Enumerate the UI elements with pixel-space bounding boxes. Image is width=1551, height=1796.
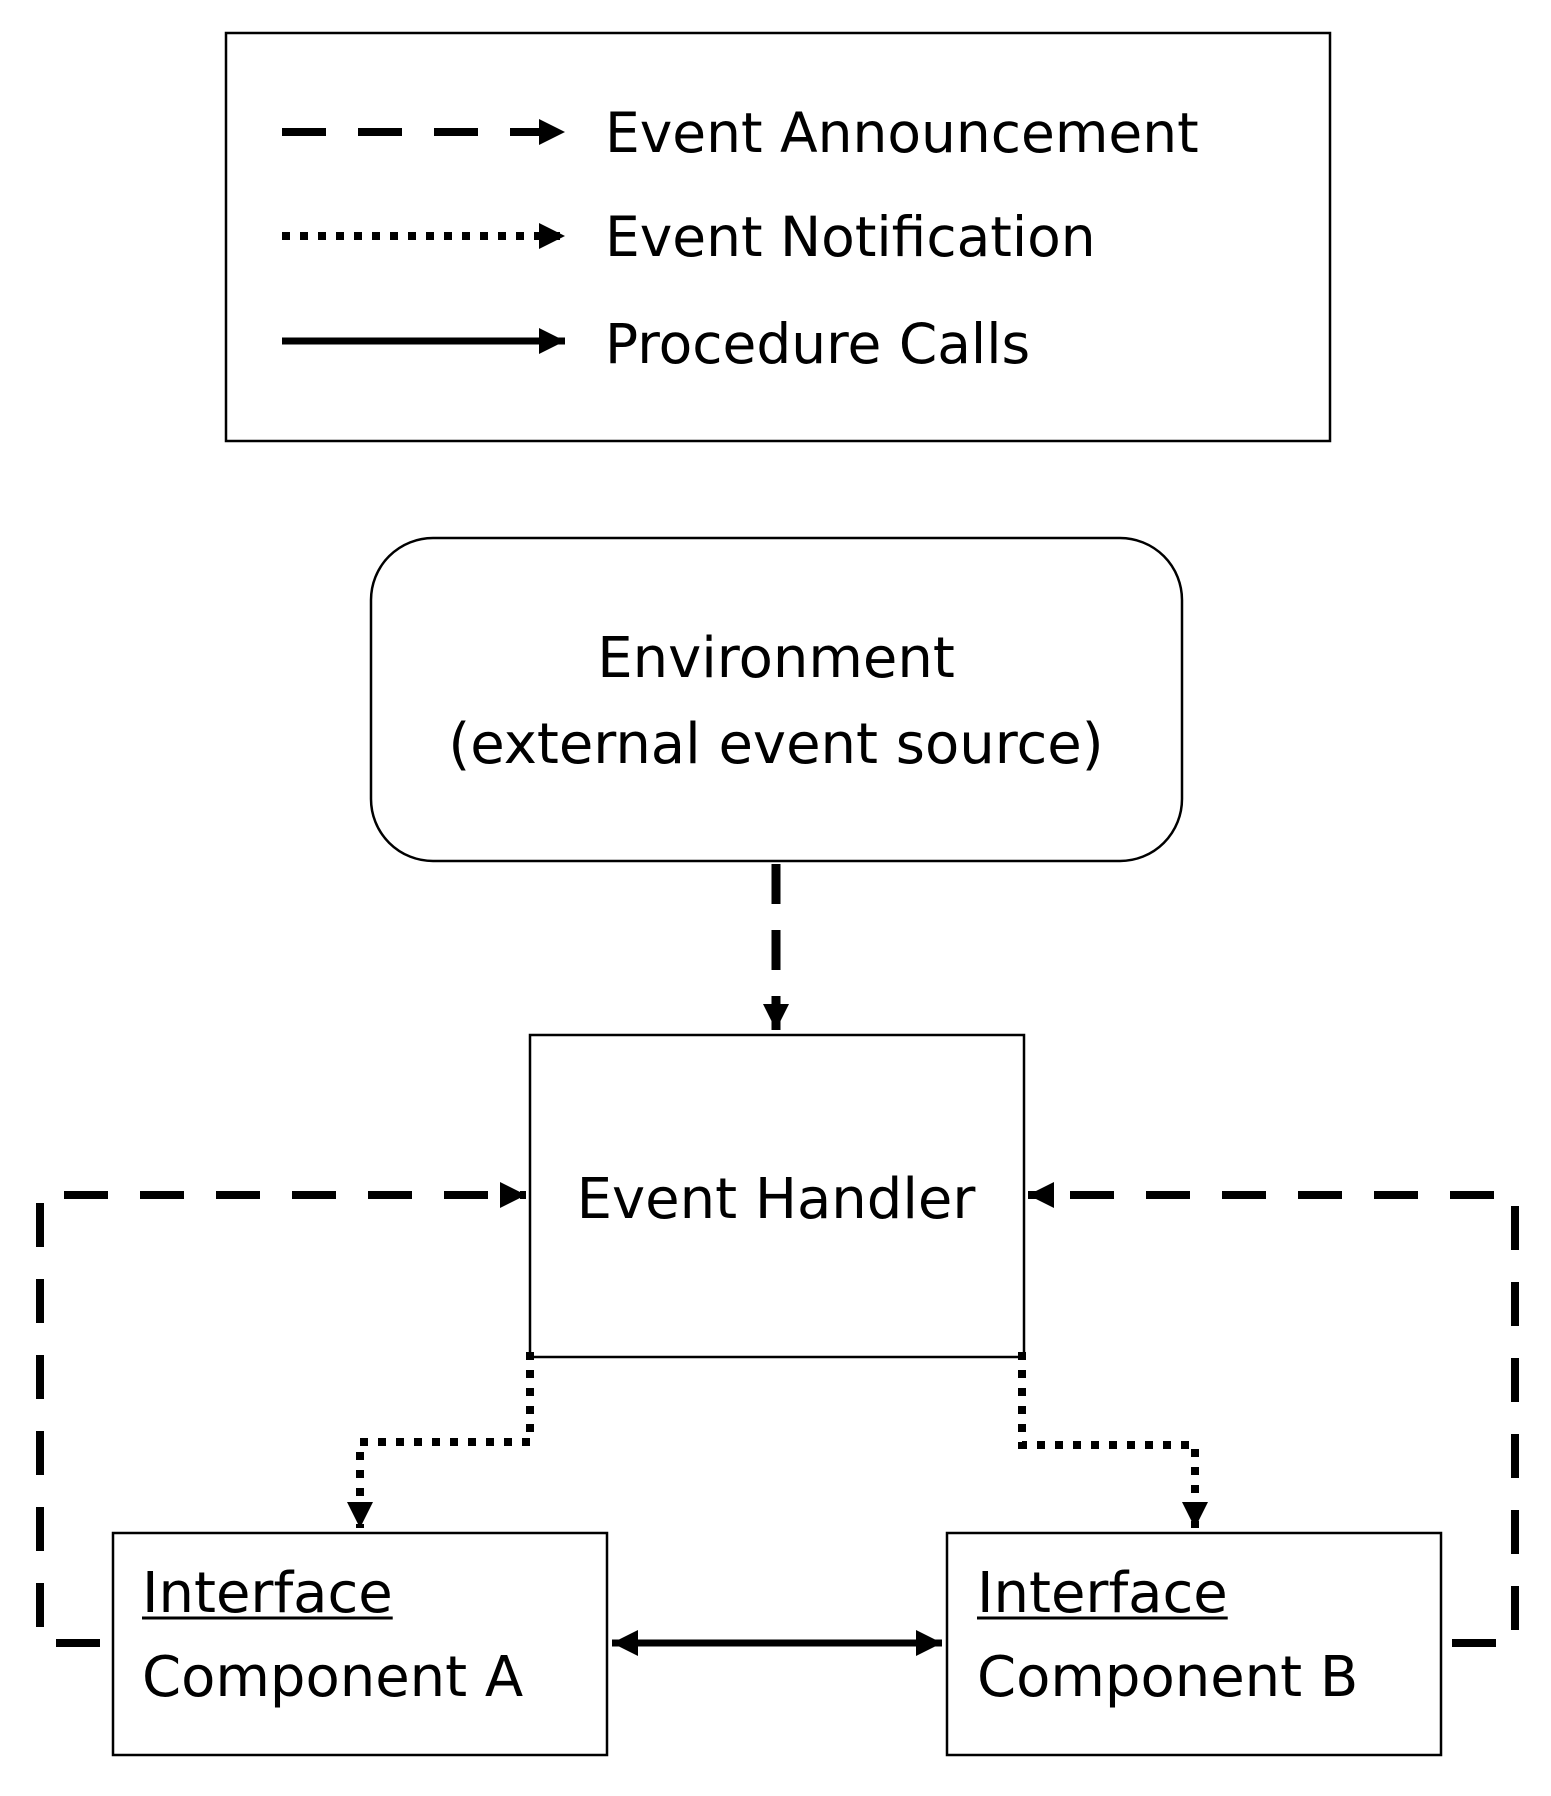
environment-title: Environment [597,626,955,691]
component-b-box [945,1531,1443,1757]
legend: Event Announcement Event Notification Pr… [224,31,1332,443]
component-b-node: Interface Component B [945,1531,1443,1757]
environment-node: Environment (external event source) [369,536,1184,863]
component-b-interface-label: Interface [977,1561,1228,1626]
component-a-interface-label: Interface [142,1561,393,1626]
legend-label-event-announcement: Event Announcement [605,101,1199,165]
legend-label-event-notification: Event Notification [605,205,1096,269]
environment-box [369,536,1184,863]
legend-frame [224,31,1332,443]
handler-to-component-b-notification-arrow [1018,1352,1208,1528]
event-handler-node: Event Handler [528,1033,1026,1359]
environment-subtitle: (external event source) [448,712,1103,777]
component-b-name: Component B [977,1645,1358,1710]
component-a-name: Component A [142,1645,523,1710]
handler-to-component-a-notification-arrow [347,1352,534,1528]
event-handler-box [528,1033,1026,1359]
component-a-box [111,1531,609,1757]
component-a-to-handler-announcement-arrow [36,1182,526,1647]
event-handler-label: Event Handler [577,1167,977,1232]
component-a-node: Interface Component A [111,1531,609,1757]
legend-label-procedure-calls: Procedure Calls [605,312,1030,376]
component-b-to-handler-announcement-arrow [1028,1182,1519,1647]
